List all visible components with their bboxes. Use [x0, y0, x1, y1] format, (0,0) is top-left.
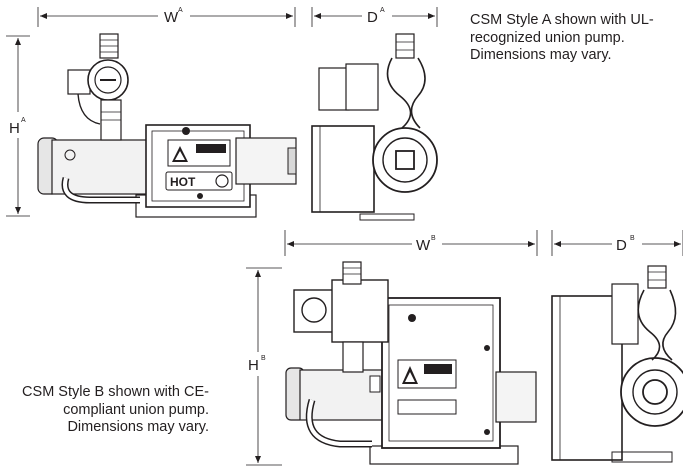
- style-a-front-view: W A H A: [6, 7, 297, 218]
- style-b-union-fitting-top: [342, 261, 362, 285]
- heater-tube: [235, 137, 297, 185]
- style-b-width-superscript: B: [431, 235, 436, 242]
- style-b-side-view: D B: [551, 230, 683, 463]
- style-b-height-label: H: [248, 357, 259, 374]
- style-a-side-enclosure: [311, 125, 375, 213]
- style-a-width-dimension: W A: [37, 7, 296, 27]
- style-a-height-label: H: [9, 120, 20, 137]
- style-a-depth-label: D: [367, 9, 378, 26]
- style-b-width-label: W: [416, 237, 431, 254]
- logo-badge-icon: [215, 174, 229, 188]
- style-a-caption: CSM Style A shown with UL-recognized uni…: [470, 12, 654, 63]
- style-a-width-label: W: [164, 9, 179, 26]
- style-a-depth-superscript: A: [380, 7, 385, 14]
- hotflow-logo: HOT: [170, 175, 196, 189]
- style-b-height-dimension: H B: [246, 267, 282, 466]
- style-b-pump-motor: [293, 289, 335, 333]
- style-b-depth-dimension: D B: [551, 230, 683, 256]
- style-b-depth-superscript: B: [630, 235, 635, 242]
- style-b-width-dimension: W B: [284, 230, 538, 256]
- style-b-depth-label: D: [616, 237, 627, 254]
- style-a-depth-dimension: D A: [311, 7, 438, 27]
- style-a-width-superscript: A: [178, 7, 183, 14]
- style-b-front-view: W B H B: [246, 230, 538, 466]
- style-b-caption: CSM Style B shown with CE-compliant unio…: [22, 384, 209, 435]
- style-b-height-superscript: B: [261, 355, 266, 362]
- style-a-height-dimension: H A: [6, 35, 30, 217]
- style-a-side-view: D A: [311, 7, 438, 221]
- pump-junction-box: [67, 69, 91, 95]
- style-b-side-enclosure: [551, 295, 623, 461]
- style-b-side-outlet: [620, 357, 683, 427]
- style-a-height-superscript: A: [21, 117, 26, 124]
